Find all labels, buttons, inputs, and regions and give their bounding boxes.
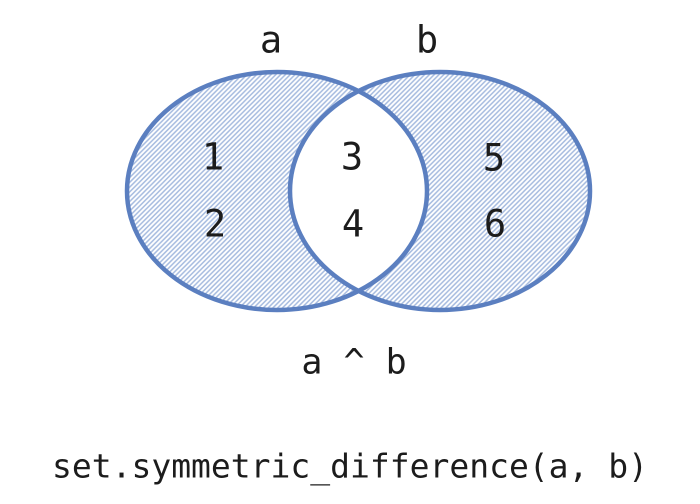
set-b-label: b (415, 18, 439, 62)
region-a-only-item: 2 (203, 202, 227, 246)
set-a-label: a (259, 18, 283, 62)
region-b-only-item: 6 (483, 202, 507, 246)
region-intersection-item: 3 (340, 135, 364, 179)
region-a-only-item: 1 (201, 135, 225, 179)
set-b-ellipse-outline (287, 69, 593, 313)
code-caption: set.symmetric_difference(a, b) (51, 446, 649, 486)
set-a-ellipse-outline (124, 69, 430, 313)
region-intersection-item: 4 (341, 202, 365, 246)
region-b-only-item: 5 (482, 136, 506, 180)
intersection-region (290, 72, 427, 310)
operation-caption: a ^ b (301, 342, 407, 383)
